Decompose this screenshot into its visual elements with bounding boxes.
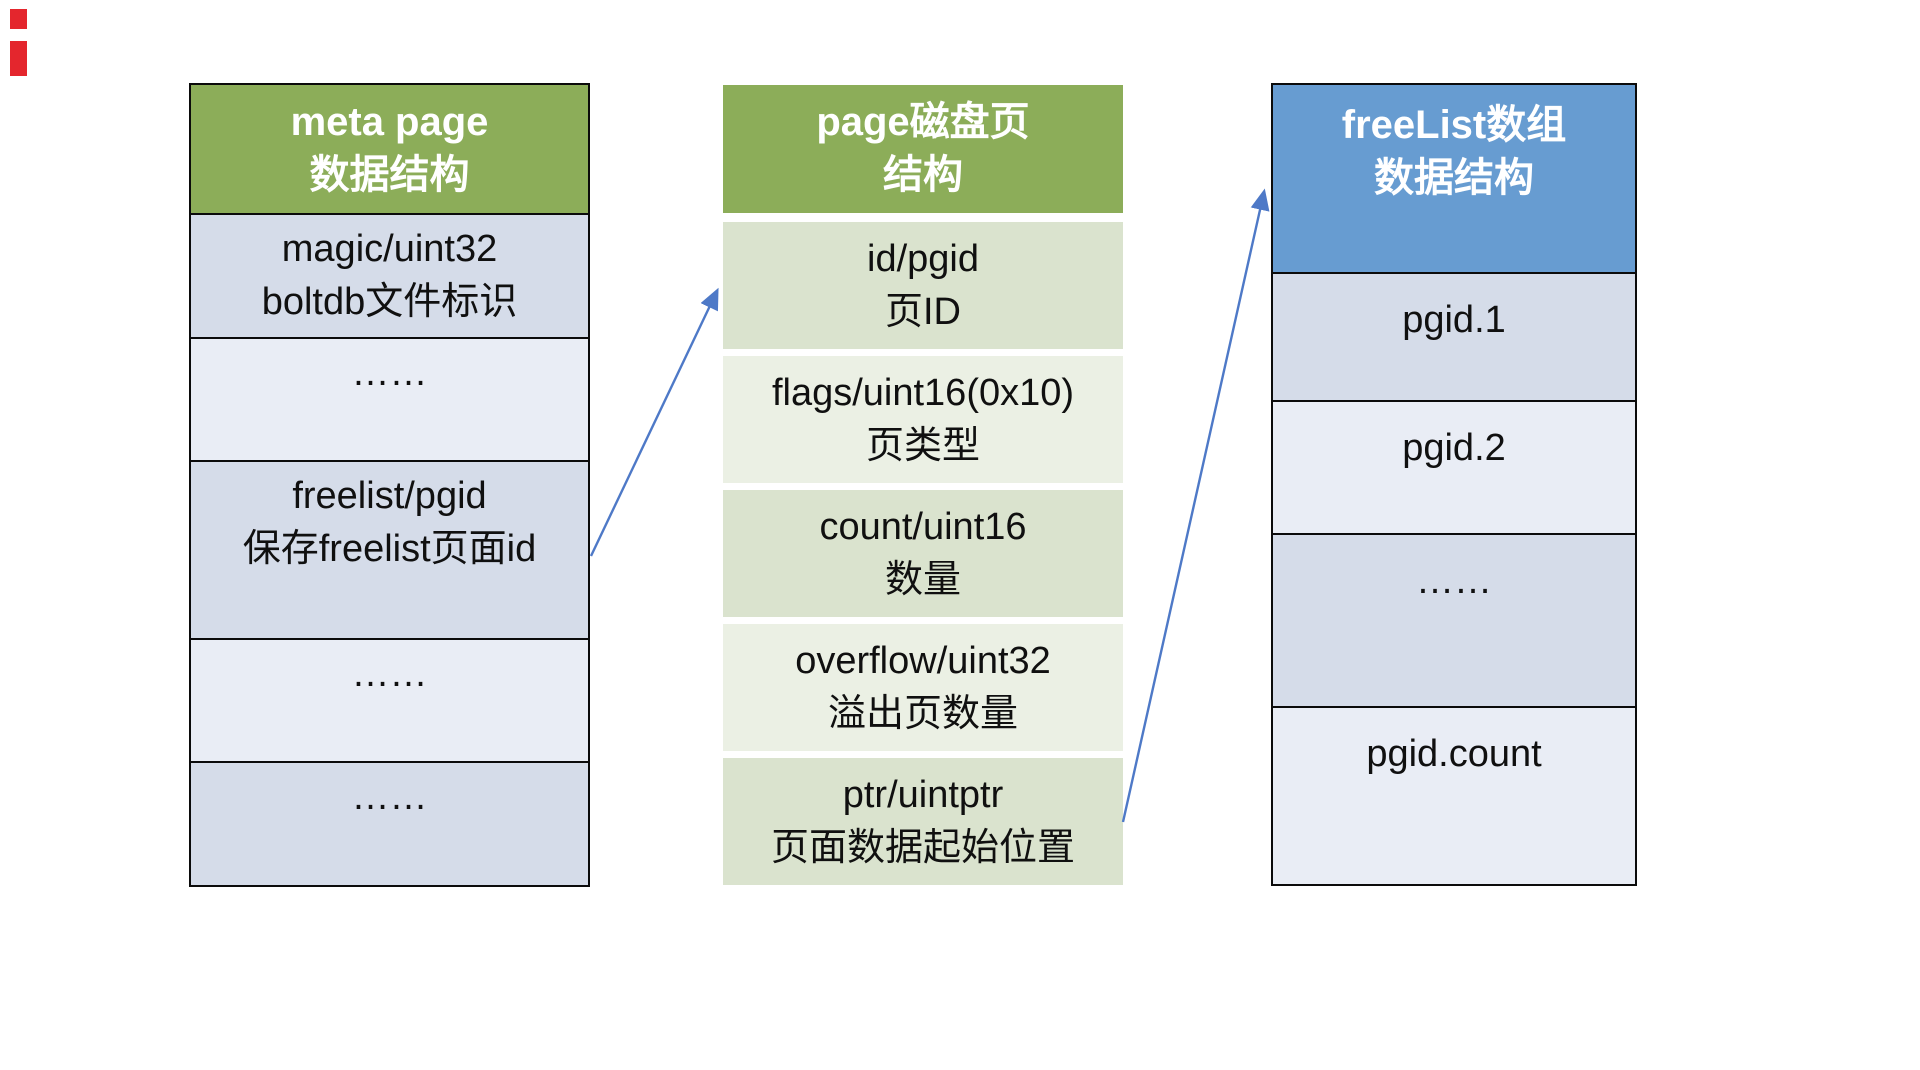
text-line: count/uint16 — [819, 505, 1027, 548]
page-row-flags: flags/uint16(0x10) 页类型 — [723, 356, 1123, 483]
text-line: 页面数据起始位置 — [770, 826, 1075, 869]
header-title-line: meta page — [290, 100, 489, 144]
page-row-ptr: ptr/uintptr 页面数据起始位置 — [723, 758, 1123, 885]
freelist-array-table: freeList数组 数据结构 pgid.1 pgid.2 …… pgid.co… — [1271, 83, 1637, 886]
text-line: 保存freelist页面id — [242, 528, 537, 570]
meta-row-freelist: freelist/pgid 保存freelist页面id — [191, 460, 588, 638]
meta-row-dots-2: …… — [191, 638, 588, 761]
red-annotation-mark — [10, 41, 27, 76]
text-line: …… — [351, 776, 428, 818]
page-disk-table-header: page磁盘页 结构 — [723, 85, 1123, 213]
text-line: …… — [351, 352, 428, 394]
freelist-array-table-header: freeList数组 数据结构 — [1273, 85, 1635, 272]
red-annotation-mark — [10, 9, 27, 29]
text-line: pgid.count — [1366, 733, 1542, 775]
page-row-count: count/uint16 数量 — [723, 490, 1123, 617]
text-line: …… — [351, 653, 428, 695]
text-line: pgid.2 — [1402, 427, 1506, 469]
page-disk-table: page磁盘页 结构 id/pgid 页ID flags/uint16(0x10… — [723, 85, 1123, 885]
text-line: pgid.1 — [1402, 299, 1506, 341]
header-title-line: 数据结构 — [309, 153, 470, 197]
text-line: ptr/uintptr — [842, 773, 1004, 816]
text-line: id/pgid — [867, 237, 979, 280]
text-line: …… — [1416, 560, 1492, 602]
page-row-id: id/pgid 页ID — [723, 222, 1123, 349]
freelist-row-pgidcount: pgid.count — [1273, 706, 1635, 884]
text-line: magic/uint32 — [281, 228, 498, 270]
text-line: 页类型 — [865, 424, 980, 467]
freelist-row-pgid1: pgid.1 — [1273, 272, 1635, 400]
page-row-overflow: overflow/uint32 溢出页数量 — [723, 624, 1123, 751]
text-line: boltdb文件标识 — [261, 281, 518, 323]
meta-page-table-header: meta page 数据结构 — [191, 85, 588, 213]
text-line: 页ID — [884, 290, 961, 333]
header-title-line: page磁盘页 — [816, 100, 1030, 144]
text-line: 溢出页数量 — [827, 692, 1018, 735]
freelist-row-dots: …… — [1273, 533, 1635, 706]
meta-row-magic: magic/uint32 boltdb文件标识 — [191, 213, 588, 337]
header-title-line: 结构 — [883, 153, 963, 197]
arrow-page-ptr-to-freelist — [1121, 188, 1270, 823]
meta-page-table: meta page 数据结构 magic/uint32 boltdb文件标识 …… — [189, 83, 590, 887]
text-line: overflow/uint32 — [795, 639, 1051, 682]
text-line: freelist/pgid — [292, 475, 487, 517]
arrow-meta-freelist-to-page — [589, 287, 719, 557]
meta-row-dots-3: …… — [191, 761, 588, 885]
header-title-line: 数据结构 — [1374, 156, 1534, 200]
freelist-row-pgid2: pgid.2 — [1273, 400, 1635, 533]
text-line: flags/uint16(0x10) — [771, 371, 1075, 414]
meta-row-dots-1: …… — [191, 337, 588, 460]
header-title-line: freeList数组 — [1341, 103, 1567, 147]
text-line: 数量 — [884, 558, 961, 601]
